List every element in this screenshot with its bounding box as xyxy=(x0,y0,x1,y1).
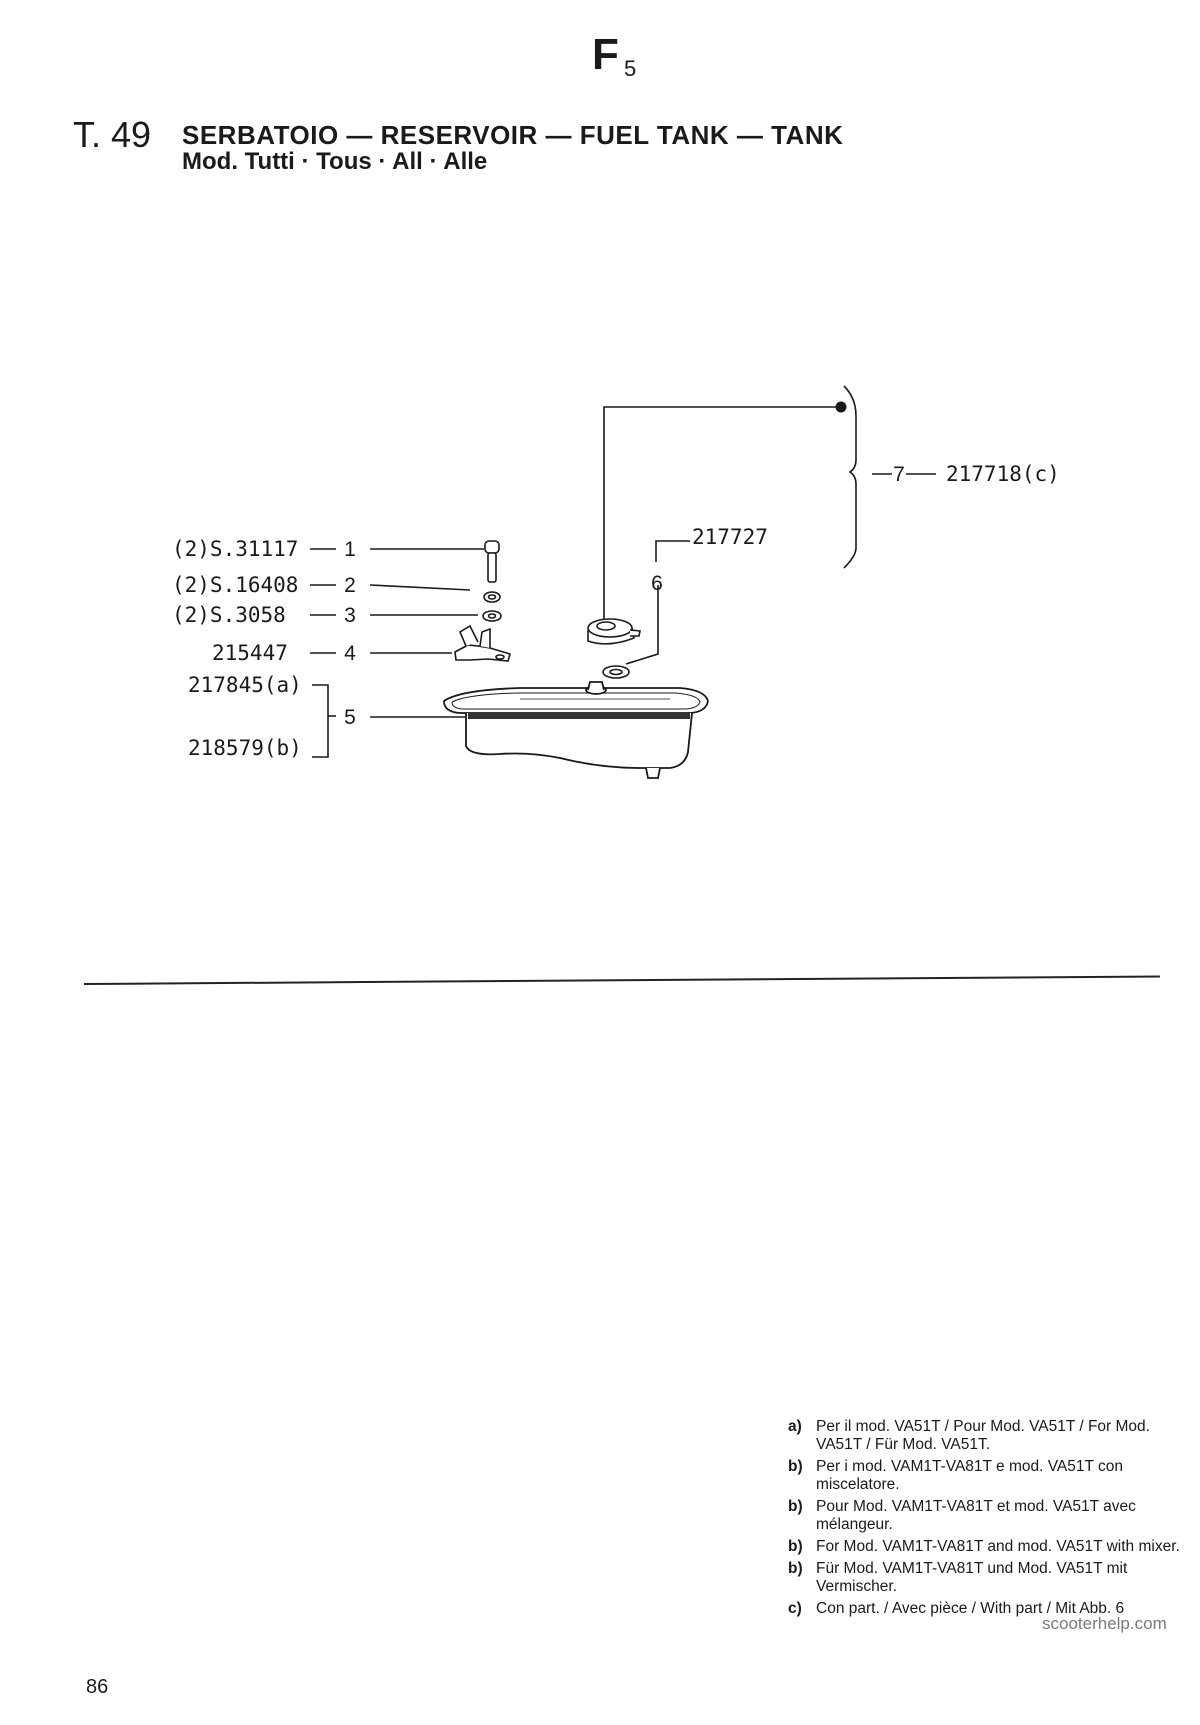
plate-number: T. 49 xyxy=(73,114,152,155)
part-number-7: 7 xyxy=(893,463,905,486)
leader-line-7 xyxy=(603,406,838,620)
brace-part-7 xyxy=(843,385,857,569)
page-number: 86 xyxy=(86,1676,109,1698)
spring-washer-part-2 xyxy=(483,591,501,603)
footnote-text: Für Mod. VAM1T-VA81T und Mod. VA51T mit … xyxy=(816,1560,1128,1595)
leader-line-2 xyxy=(369,584,471,591)
footnote: c) Con part. / Avec pièce / With part / … xyxy=(788,1600,1193,1618)
part-number-1: 1 xyxy=(344,538,356,561)
page-subtitle: Mod. Tutti · Tous · All · Alle xyxy=(182,148,488,175)
part-number-2: 2 xyxy=(344,574,356,597)
footnote-text: Con part. / Avec pièce / With part / Mit… xyxy=(816,1600,1125,1617)
footnote: b) Per i mod. VAM1T-VA81T e mod. VA51T c… xyxy=(788,1458,1193,1494)
fuel-cap-part-6 xyxy=(587,618,641,645)
page-title: SERBATOIO — RESERVOIR — FUEL TANK — TANK xyxy=(182,120,844,150)
section-letter: F xyxy=(592,30,619,79)
ref-code-4: 215447 xyxy=(212,641,288,665)
part-number-4: 4 xyxy=(344,642,356,665)
footnote-key: a) xyxy=(788,1418,802,1435)
footnote: a) Per il mod. VA51T / Pour Mod. VA51T /… xyxy=(788,1418,1193,1454)
footnote-text: Pour Mod. VAM1T-VA81T et mod. VA51T avec… xyxy=(816,1498,1136,1533)
ref-code-2: (2)S.16408 xyxy=(172,573,298,597)
ref-code-1: (2)S.31117 xyxy=(172,537,298,561)
footnote: b) Für Mod. VAM1T-VA81T und Mod. VA51T m… xyxy=(788,1560,1193,1596)
flat-washer-part-3 xyxy=(482,610,502,622)
part-number-3: 3 xyxy=(344,604,356,627)
footnote-key: b) xyxy=(788,1560,803,1577)
ref-code-3: (2)S.3058 xyxy=(172,603,286,627)
bracket-part-6 xyxy=(655,540,690,562)
footnote-key: b) xyxy=(788,1458,803,1475)
footnote-key: b) xyxy=(788,1498,803,1515)
footnote-key: c) xyxy=(788,1600,802,1617)
clamp-part-4 xyxy=(454,624,511,662)
exploded-parts-diagram: (2)S.31117 1 (2)S.16408 2 (2)S.3058 3 21… xyxy=(172,385,1060,779)
screw-part-1 xyxy=(484,540,500,583)
ref-code-7: 217718(c) xyxy=(946,462,1060,486)
part-number-5: 5 xyxy=(344,706,356,729)
anchor-dot-7 xyxy=(835,401,847,413)
footnote: b) Pour Mod. VAM1T-VA81T et mod. VA51T a… xyxy=(788,1498,1193,1534)
ref-code-6: 217727 xyxy=(692,525,768,549)
fuel-tank-part-5 xyxy=(443,681,709,779)
leader-line-6 xyxy=(625,585,659,665)
part-number-6: 6 xyxy=(651,572,663,595)
footnote-text: Per il mod. VA51T / Pour Mod. VA51T / Fo… xyxy=(816,1418,1150,1453)
footnote-text: Per i mod. VAM1T-VA81T e mod. VA51T con … xyxy=(816,1458,1123,1493)
cap-seal-part-6 xyxy=(602,665,630,679)
bracket-part-5 xyxy=(312,684,329,758)
footnote-text: For Mod. VAM1T-VA81T and mod. VA51T with… xyxy=(816,1538,1180,1555)
section-subscript: 5 xyxy=(624,56,637,81)
footnote-key: b) xyxy=(788,1538,803,1555)
ref-code-5a: 217845(a) xyxy=(188,673,302,697)
watermark: scooterhelp.com xyxy=(1042,1614,1167,1633)
footnote: b) For Mod. VAM1T-VA81T and mod. VA51T w… xyxy=(788,1538,1193,1556)
ref-code-5b: 218579(b) xyxy=(188,736,302,760)
footnotes: a) Per il mod. VA51T / Pour Mod. VA51T /… xyxy=(788,1418,1193,1622)
